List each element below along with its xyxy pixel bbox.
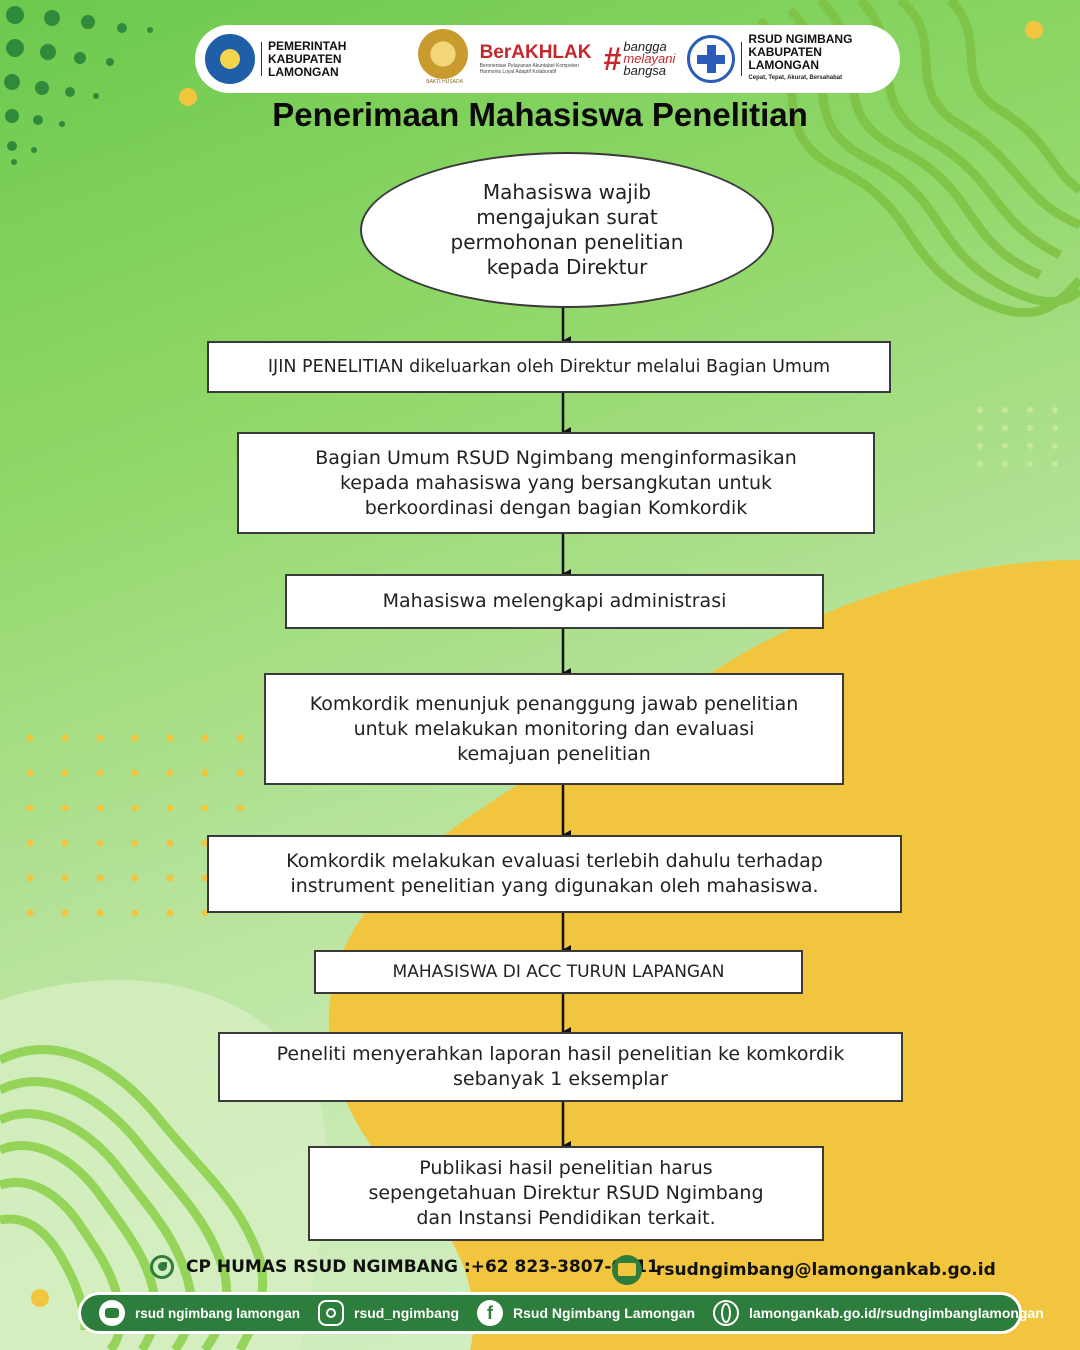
social-media-bar: rsud ngimbang lamongan rsud_ngimbang f R… [78, 1292, 1044, 1334]
bangga-line-1: bangga [623, 39, 667, 54]
instagram-icon [318, 1300, 345, 1326]
rsud-line-1: RSUD NGIMBANG [748, 32, 853, 46]
gov-line-1: PEMERINTAH [268, 38, 347, 53]
facebook-link[interactable]: f Rsud Ngimbang Lamongan [477, 1300, 695, 1326]
flow-step-1-start: Mahasiswa wajib mengajukan surat permoho… [360, 152, 774, 308]
website-link[interactable]: lamongankab.go.id/rsudngimbanglamongan [713, 1300, 1044, 1326]
whatsapp-icon [150, 1255, 174, 1279]
flow-step-4: Mahasiswa melengkapi administrasi [285, 574, 824, 629]
instagram-link[interactable]: rsud_ngimbang [318, 1300, 459, 1326]
flow-step-8: Peneliti menyerahkan laporan hasil penel… [218, 1032, 903, 1102]
page-title: Penerimaan Mahasiswa Penelitian [272, 96, 808, 133]
flow-step-6: Komkordik melakukan evaluasi terlebih da… [207, 835, 902, 913]
rsud-line-2: KABUPATEN LAMONGAN [748, 45, 822, 72]
flow-step-7: MAHASISWA DI ACC TURUN LAPANGAN [314, 950, 803, 994]
contact-email: rsudngimbang@lamongankab.go.id [612, 1255, 996, 1285]
lamongan-emblem-icon [205, 34, 255, 84]
hashtag-icon: # [603, 41, 622, 77]
berakhlak-logo: BerAKHLAK Berorientasi Pelayanan Akuntab… [479, 42, 598, 76]
rsud-tagline: Cepat, Tepat, Akurat, Bersahabat [748, 75, 843, 81]
bakti-husada-icon [417, 29, 468, 79]
instagram-label: rsud_ngimbang [354, 1305, 460, 1321]
berakhlak-text: BerAKHLAK [479, 42, 592, 63]
divider [261, 42, 262, 76]
bakti-husada-emblem: BAKTI HUSADA [417, 29, 472, 89]
email-address: rsudngimbang@lamongankab.go.id [656, 1260, 996, 1280]
email-icon [612, 1255, 642, 1285]
government-name: PEMERINTAH KABUPATEN LAMONGAN [268, 38, 410, 79]
emblem-label: BAKTI HUSADA [426, 79, 463, 85]
rsud-logo-icon [687, 35, 736, 83]
contact-phone: CP HUMAS RSUD NGIMBANG :+62 823-3807-001… [150, 1255, 659, 1279]
phone-label: CP HUMAS RSUD NGIMBANG :+62 823-3807-001… [186, 1257, 659, 1277]
divider [741, 42, 743, 76]
header-logo-bar: PEMERINTAH KABUPATEN LAMONGAN BAKTI HUSA… [195, 25, 900, 93]
youtube-label: rsud ngimbang lamongan [135, 1305, 301, 1321]
youtube-icon [99, 1300, 125, 1326]
facebook-label: Rsud Ngimbang Lamongan [513, 1305, 696, 1321]
youtube-link[interactable]: rsud ngimbang lamongan [99, 1300, 300, 1326]
flow-step-2: IJIN PENELITIAN dikeluarkan oleh Direktu… [207, 341, 891, 393]
berakhlak-subtitle: Berorientasi Pelayanan Akuntabel Kompete… [479, 63, 579, 75]
website-label: lamongankab.go.id/rsudngimbanglamongan [749, 1305, 1044, 1321]
flow-step-9-end: Publikasi hasil penelitian harus sepenge… [308, 1146, 824, 1241]
gov-line-2: KABUPATEN LAMONGAN [268, 51, 342, 79]
rsud-name: RSUD NGIMBANG KABUPATEN LAMONGAN Cepat, … [748, 33, 890, 85]
flow-step-3: Bagian Umum RSUD Ngimbang menginformasik… [237, 432, 875, 534]
globe-icon [713, 1300, 740, 1326]
facebook-icon: f [477, 1300, 504, 1326]
flow-step-5: Komkordik menunjuk penanggung jawab pene… [264, 673, 844, 785]
bangga-melayani-logo: # bangga melayani bangsa [603, 39, 676, 78]
bangga-line-3: bangsa [623, 63, 667, 78]
bangga-line-2: melayani [623, 51, 676, 66]
